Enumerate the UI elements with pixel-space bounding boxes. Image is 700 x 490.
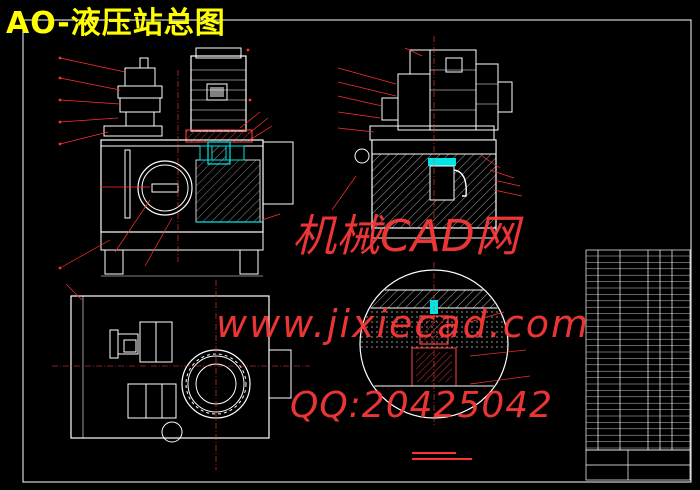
inspection-cover xyxy=(137,160,193,216)
side-view-leaders xyxy=(331,47,523,211)
top-valves xyxy=(109,321,177,419)
drawing-title: AO-液压站总图 xyxy=(6,6,226,41)
detail-section xyxy=(359,262,531,426)
front-view xyxy=(100,47,294,277)
watermark-site-name: 机械CAD网 xyxy=(292,211,519,262)
drawing-border xyxy=(22,19,692,483)
front-view-leaders xyxy=(59,57,281,269)
side-view xyxy=(354,36,513,250)
technical-notes xyxy=(412,452,472,460)
tank-internal-hatch xyxy=(195,159,261,223)
front-view-leader-dots xyxy=(58,48,252,270)
motor-cap xyxy=(195,47,242,59)
level-gauge xyxy=(124,149,131,219)
top-view xyxy=(52,280,310,470)
terminal-box xyxy=(206,83,228,101)
watermark-qq: QQ:20425042 xyxy=(290,385,554,426)
parts-list-table xyxy=(585,249,691,481)
parts-list-rows xyxy=(586,255,690,449)
watermark-url: www.jixiecad.com xyxy=(216,302,590,346)
valve-stack xyxy=(124,67,156,87)
